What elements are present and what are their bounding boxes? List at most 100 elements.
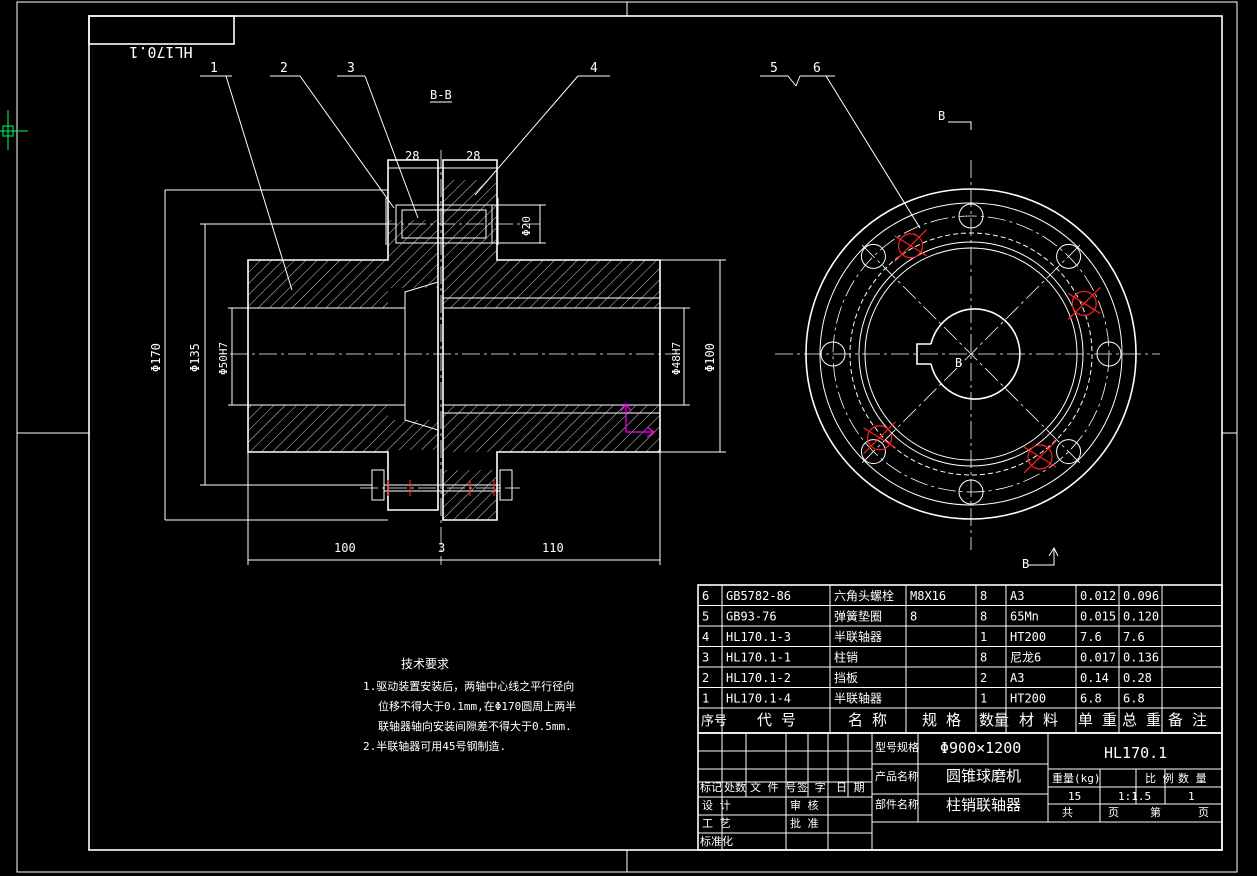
dim-len-right: 110	[542, 541, 564, 555]
tb-qty-label: 数 量	[1178, 772, 1207, 785]
bom-cell-mat: A3	[1010, 589, 1024, 603]
balloon-leaders	[200, 75, 921, 291]
pin-hole	[1056, 243, 1082, 269]
tb-rev-sign: 签 字	[797, 780, 826, 794]
tb-part-value: 柱销联轴器	[946, 796, 1021, 814]
section-mark-bottom: B	[1022, 557, 1029, 571]
tb-scale-label: 比 例	[1145, 771, 1174, 785]
tb-rev-count: 处数	[724, 781, 746, 794]
bom-cell-unit: 7.6	[1080, 630, 1102, 644]
bom-cell-total: 0.096	[1123, 589, 1159, 603]
ucs-icon	[620, 402, 656, 438]
bom-h-mat: 材 料	[1019, 711, 1058, 729]
bolt-marker	[866, 425, 893, 451]
bom-cell-unit: 0.017	[1080, 651, 1116, 665]
bom-cell-total: 6.8	[1123, 692, 1145, 706]
bom-cell-unit: 0.012	[1080, 589, 1116, 603]
sheet-border	[16, 1, 1238, 873]
dim-d50: Φ50H7	[217, 342, 230, 375]
tb-part-label: 部件名称	[875, 797, 919, 811]
bom-cell-qty: 8	[980, 589, 987, 603]
bom-h-spec: 规 格	[922, 711, 961, 729]
bom-cell-total: 0.28	[1123, 671, 1152, 685]
bom-cell-code: GB5782-86	[726, 589, 791, 603]
pin-hole	[820, 341, 846, 367]
bom-cell-total: 0.120	[1123, 610, 1159, 624]
bom-cell-no: 4	[702, 630, 709, 644]
bom-cell-no: 1	[702, 692, 709, 706]
balloon-2: 2	[280, 61, 288, 76]
tb-sheets-no: 第	[1150, 805, 1161, 819]
tb-standard: 标准化	[700, 834, 733, 848]
bom-cell-unit: 0.015	[1080, 610, 1116, 624]
balloon-3: 3	[347, 61, 355, 76]
tb-product-label: 产品名称	[875, 769, 919, 783]
bom-h-total: 总 重	[1122, 711, 1161, 729]
bom-cell-name: 柱销	[834, 650, 858, 665]
tb-rev-date: 日 期	[836, 781, 865, 794]
mirrored-drawing-number: HL170.1	[129, 43, 192, 61]
tb-sheets-total: 共	[1062, 806, 1073, 819]
bom-cell-no: 3	[702, 651, 709, 665]
tb-review: 审 核	[790, 798, 819, 812]
bom-cell-qty: 8	[980, 651, 987, 665]
bom-cell-code: HL170.1-2	[726, 671, 791, 685]
tb-model-value: Φ900×1200	[940, 739, 1021, 757]
balloon-1: 1	[210, 61, 218, 76]
bom-cell-qty: 1	[980, 630, 987, 644]
pin-hole	[958, 203, 984, 229]
bolt-marker-line	[1067, 292, 1101, 314]
tb-weight-label: 重量(kg)	[1052, 771, 1101, 785]
bom-cell-name: 挡板	[834, 671, 858, 685]
tb-rev-doc: 文 件 号	[750, 780, 796, 794]
bom-cell-mat: 尼龙6	[1010, 651, 1041, 665]
bom-cell-mat: HT200	[1010, 692, 1046, 706]
bom-cell-code: HL170.1-3	[726, 630, 791, 644]
section-label: B-B	[430, 88, 452, 102]
technical-notes: 技术要求 1.驱动装置安装后，两轴中心线之平行径向 位移不得大于0.1mm,在Φ…	[363, 657, 576, 753]
bom-cell-no: 6	[702, 589, 709, 603]
bom-cell-no: 2	[702, 671, 709, 685]
bom-cell-unit: 6.8	[1080, 692, 1102, 706]
pin-hole	[1056, 439, 1082, 465]
section-mark-top: B	[938, 109, 945, 123]
bolt-marker-line	[863, 427, 896, 449]
mirrored-drawing-number-box: HL170.1	[88, 15, 235, 61]
notes-line-1: 1.驱动装置安装后，两轴中心线之平行径向	[363, 679, 574, 693]
tb-model-label: 型号规格	[875, 740, 919, 754]
bom-h-unit: 单 重	[1078, 711, 1117, 729]
tb-rev-mark: 标记	[700, 780, 722, 794]
bom-cell-total: 7.6	[1123, 630, 1145, 644]
dim-flange-left: 28	[405, 149, 419, 163]
dim-gap: 3	[438, 541, 445, 555]
bom-h-remark: 备 注	[1168, 711, 1207, 729]
bom-cell-mat: HT200	[1010, 630, 1046, 644]
bom-cell-no: 5	[702, 610, 709, 624]
dim-d100: Φ100	[703, 343, 717, 372]
bom-cell-total: 0.136	[1123, 651, 1159, 665]
tb-weight-value: 15	[1068, 790, 1081, 803]
dim-d48: Φ48H7	[670, 342, 683, 375]
bom-cell-qty: 2	[980, 671, 987, 685]
dim-len-left: 100	[334, 541, 356, 555]
pin-hole	[860, 439, 886, 465]
pin-hole	[1096, 341, 1122, 367]
tb-process: 工 艺	[702, 817, 731, 830]
bom-cell-code: HL170.1-4	[726, 692, 791, 706]
bolt-marker	[1071, 290, 1097, 317]
balloon-4: 4	[590, 61, 598, 76]
bom-cell-name: 半联轴器	[834, 629, 882, 644]
tb-qty-value: 1	[1188, 790, 1195, 803]
cad-cursor-icon	[0, 110, 28, 150]
bom-cell-code: GB93-76	[726, 610, 777, 624]
bolt-marker	[1027, 444, 1053, 470]
bom-cell-qty: 8	[980, 610, 987, 624]
balloon-5: 5	[770, 61, 778, 76]
bom-cell-spec: M8X16	[910, 589, 946, 603]
tb-sheets-unit1: 页	[1108, 806, 1119, 819]
bom-cell-spec: 8	[910, 610, 917, 624]
pin-hole	[860, 243, 886, 269]
notes-line-4: 2.半联轴器可用45号钢制造.	[363, 739, 506, 753]
